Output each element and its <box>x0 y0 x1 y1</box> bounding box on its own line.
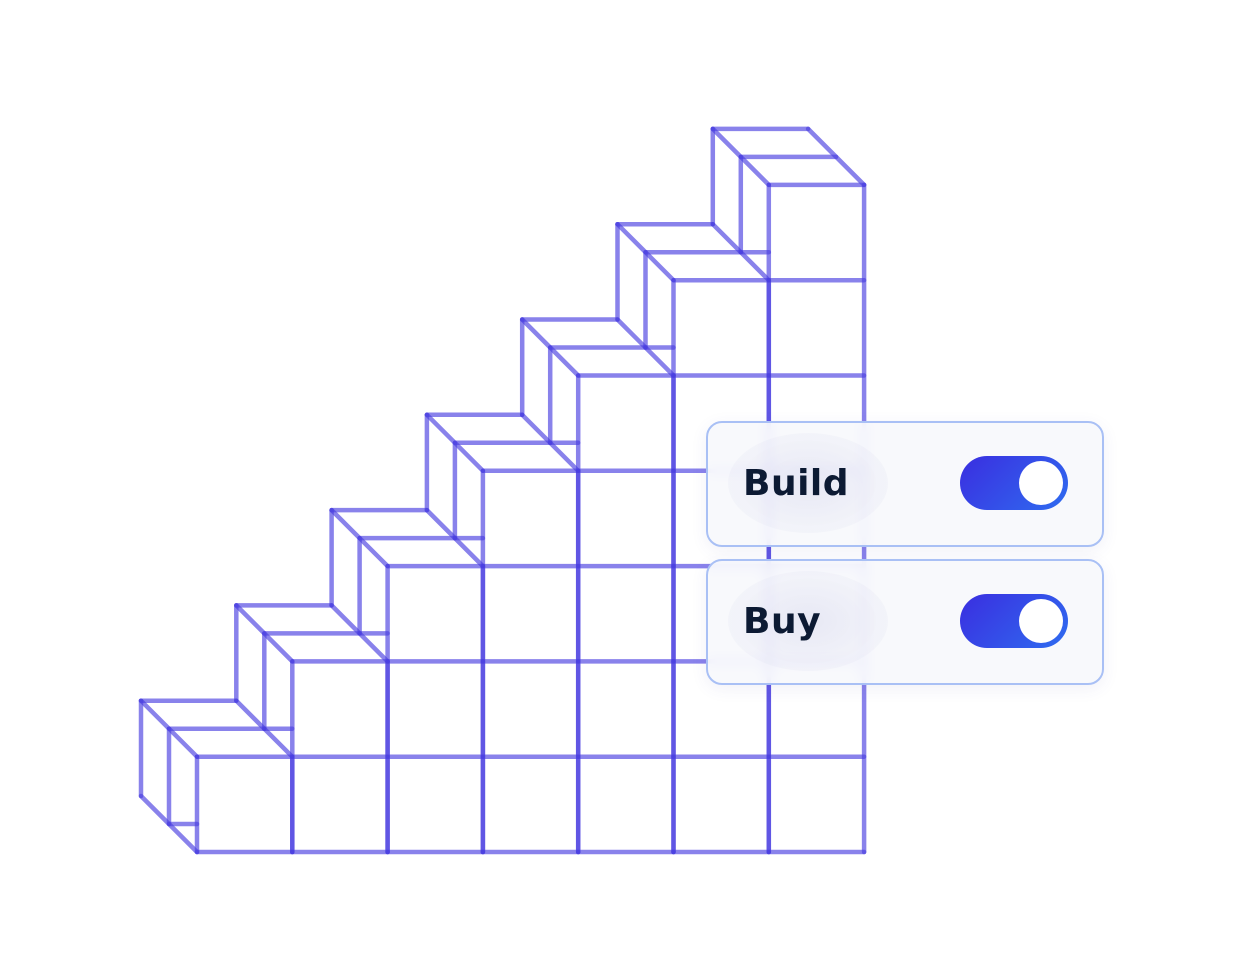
grid-line <box>805 126 867 188</box>
toggle-label-build: Build <box>743 463 850 504</box>
toggle-card-build: Build <box>706 421 1104 547</box>
toggle-label-buy: Buy <box>743 601 822 642</box>
toggle-card-buy: Buy <box>706 559 1104 685</box>
toggle-knob <box>1019 461 1063 505</box>
buy-toggle[interactable] <box>960 594 1068 648</box>
toggle-knob <box>1019 599 1063 643</box>
build-toggle[interactable] <box>960 456 1068 510</box>
